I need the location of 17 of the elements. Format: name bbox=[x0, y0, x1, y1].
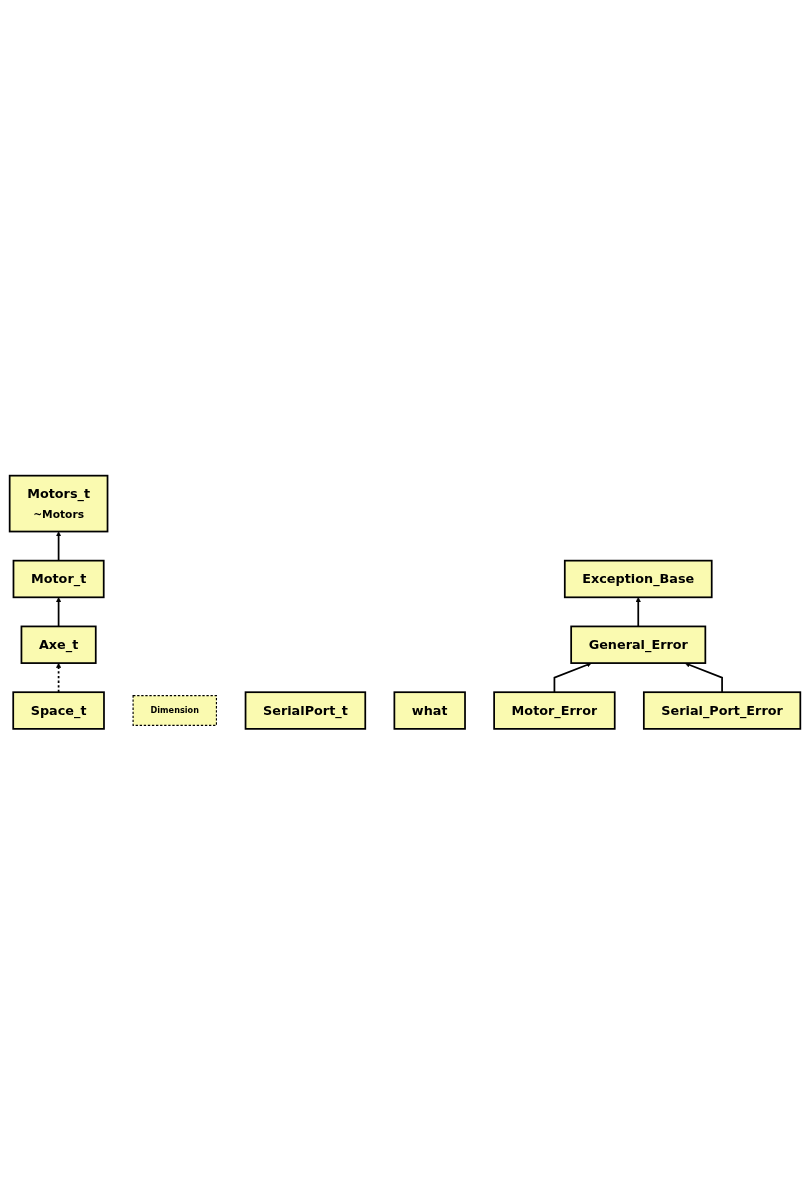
node-box: Motors_t ~Motors bbox=[8, 474, 108, 533]
node-box: Exception_Base bbox=[563, 559, 713, 598]
arrow bbox=[553, 662, 592, 693]
node-box: Serial_Port_Error bbox=[642, 691, 801, 730]
arrow bbox=[55, 662, 61, 693]
node-box: what bbox=[393, 691, 466, 730]
node-box: Dimension bbox=[132, 694, 217, 726]
arrow bbox=[55, 531, 61, 562]
node-box: Axe_t bbox=[20, 625, 97, 664]
arrow bbox=[55, 596, 61, 628]
node-box: Space_t bbox=[11, 691, 105, 730]
arrow bbox=[684, 662, 723, 693]
node-box: SerialPort_t bbox=[244, 691, 366, 730]
arrow bbox=[635, 596, 641, 628]
node-box: General_Error bbox=[569, 625, 706, 664]
node-box: Motor_t bbox=[12, 559, 105, 598]
node-box: Motor_Error bbox=[492, 691, 616, 730]
